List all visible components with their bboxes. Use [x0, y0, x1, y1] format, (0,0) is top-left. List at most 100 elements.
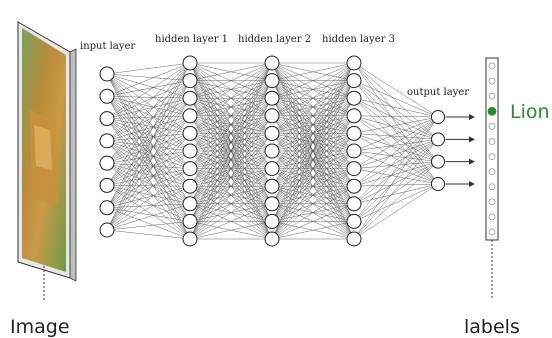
connection-edge — [106, 150, 191, 208]
connection-edge — [271, 150, 355, 240]
connection-edge — [106, 133, 191, 208]
connection-edge — [353, 139, 439, 222]
connection-edge — [106, 62, 191, 75]
connection-edge — [271, 62, 355, 169]
connection-edge — [189, 62, 273, 187]
connection-edge — [106, 62, 191, 231]
input-neuron — [99, 177, 115, 193]
connection-edge — [106, 80, 191, 142]
connection-edge — [271, 221, 355, 240]
connection-edge — [353, 115, 439, 185]
connection-edge — [106, 80, 191, 208]
connection-edge — [106, 115, 191, 231]
connection-edge — [106, 162, 191, 222]
hidden-3-neuron — [346, 213, 362, 229]
hidden-2-neuron — [264, 108, 280, 124]
connection-edge — [353, 183, 439, 187]
output-neuron — [431, 177, 445, 191]
connection-edge — [271, 168, 355, 240]
connection-edge — [106, 150, 191, 186]
connection-edge — [353, 139, 439, 240]
connection-edge — [106, 80, 191, 186]
connection-edge — [353, 161, 439, 205]
connection-edge — [353, 98, 439, 162]
connection-edge — [271, 203, 355, 240]
connection-edge — [353, 62, 439, 162]
connection-edge — [353, 183, 439, 205]
connection-edge — [353, 62, 439, 118]
input-neuron — [99, 133, 115, 149]
label-slot — [488, 122, 496, 130]
label-slot — [488, 168, 496, 176]
connection-edge — [353, 80, 439, 140]
hidden-layer-3-label: hidden layer 3 — [322, 34, 395, 45]
connection-edge — [353, 183, 439, 240]
connection-edge — [353, 62, 439, 185]
hidden-1-neuron — [182, 213, 198, 229]
connection-edge — [353, 139, 439, 204]
connection-edge — [271, 115, 355, 240]
connection-edge — [106, 73, 191, 204]
hidden-2-neuron — [264, 161, 280, 177]
connection-edge — [106, 98, 191, 164]
image-label: Image — [10, 316, 70, 338]
connection-edge — [353, 161, 439, 222]
hidden-1-neuron — [182, 231, 198, 247]
hidden-1-neuron — [182, 108, 198, 124]
label-slot — [488, 183, 496, 191]
connection-edge — [189, 62, 273, 81]
hidden-1-neuron — [182, 196, 198, 212]
connection-edge — [271, 62, 355, 222]
connection-edge — [189, 133, 273, 240]
connection-edge — [353, 80, 439, 185]
hidden-3-neuron — [346, 231, 362, 247]
connection-edge — [106, 133, 191, 231]
connection-edge — [353, 168, 439, 185]
connection-edge — [106, 80, 191, 231]
connection-edge — [106, 185, 191, 208]
hidden-3-neuron — [346, 73, 362, 89]
hidden-2-neuron — [264, 73, 280, 89]
connection-edge — [106, 221, 191, 231]
connection-edge — [353, 133, 439, 185]
connection-edge — [189, 62, 273, 169]
connection-edge — [271, 62, 355, 240]
input-neuron — [99, 200, 115, 216]
connection-edge — [271, 62, 355, 204]
connection-edge — [106, 168, 191, 231]
output-neuron — [431, 132, 445, 147]
connection-edge — [106, 150, 191, 231]
connection-edge — [189, 62, 273, 222]
connection-edge — [106, 133, 191, 186]
connection-edge — [106, 98, 191, 231]
connection-edge — [353, 115, 439, 118]
hidden-1-neuron — [182, 73, 198, 89]
hidden-2-neuron — [264, 55, 280, 71]
hidden-1-neuron — [182, 125, 198, 141]
connection-edge — [106, 168, 191, 186]
connection-edge — [106, 115, 191, 186]
connection-edge — [189, 62, 273, 152]
label-slot — [488, 62, 496, 70]
connection-edge — [271, 133, 355, 240]
label-vector — [485, 57, 499, 241]
connection-edge — [106, 186, 191, 231]
hidden-2-neuron — [264, 213, 280, 229]
hidden-3-neuron — [346, 108, 362, 124]
connection-edge — [106, 162, 191, 205]
hidden-1-neuron — [182, 143, 198, 159]
connection-edge — [353, 139, 439, 152]
connection-edge — [353, 161, 439, 169]
connection-edge — [271, 62, 355, 116]
connection-edge — [353, 133, 439, 140]
hidden-1-neuron — [182, 161, 198, 177]
connection-edge — [106, 150, 191, 164]
hidden-2-neuron — [264, 196, 280, 212]
connection-edge — [353, 116, 439, 204]
connection-edge — [353, 116, 439, 169]
hidden-layer-1-label: hidden layer 1 — [155, 34, 228, 45]
connection-edge — [353, 161, 439, 240]
connection-edge — [106, 185, 191, 187]
hidden-3-neuron — [346, 90, 362, 106]
